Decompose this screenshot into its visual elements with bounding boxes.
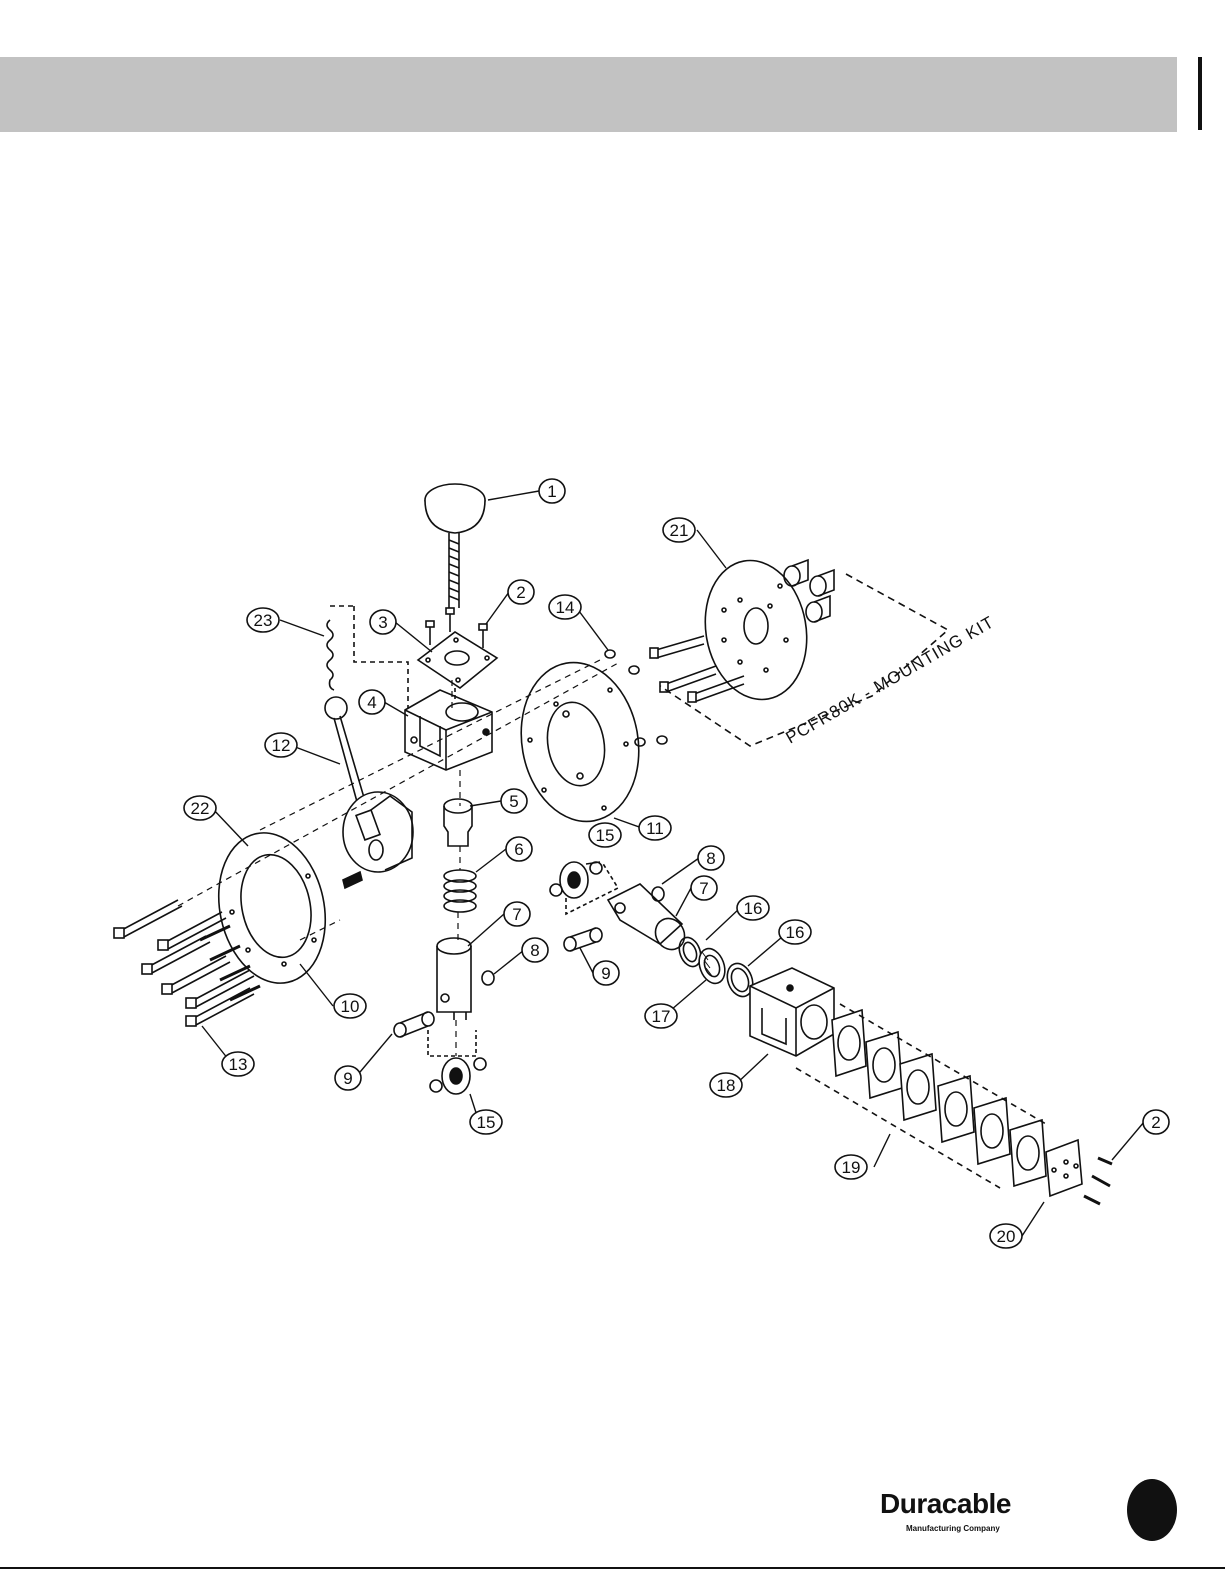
callout-number: 1	[547, 482, 556, 501]
sleeve-part	[437, 938, 471, 1020]
callout-number: 5	[509, 792, 518, 811]
page-number-badge	[1127, 1479, 1177, 1541]
callout-number: 22	[191, 799, 210, 818]
footer-rule	[0, 1567, 1225, 1569]
callout-13: 13	[222, 1052, 254, 1076]
callout-number: 6	[514, 840, 523, 859]
mounting-kit-plate-part	[650, 552, 948, 746]
callout-number: 13	[229, 1055, 248, 1074]
knob-part	[425, 484, 485, 608]
callout-19: 19	[835, 1155, 867, 1179]
callout-9b: 9	[593, 961, 619, 985]
callout-16: 16	[737, 896, 769, 920]
callout-2b: 2	[1143, 1110, 1169, 1134]
pin-right-part	[564, 928, 602, 951]
callout-number: 2	[516, 583, 525, 602]
back-plate-part	[509, 653, 651, 831]
callout-number: 15	[596, 826, 615, 845]
logo-subtitle: Manufacturing Company	[906, 1524, 1000, 1533]
callout-7: 7	[504, 902, 530, 926]
callout-number: 16	[744, 899, 763, 918]
callout-23: 23	[247, 608, 279, 632]
eclip-part	[482, 971, 494, 985]
callout-5: 5	[501, 789, 527, 813]
callout-number: 14	[556, 598, 575, 617]
callout-number: 10	[341, 997, 360, 1016]
mounting-kit-label: PCFR80K - MOUNTING KIT	[783, 612, 998, 747]
callout-number: 4	[367, 693, 376, 712]
callout-number: 16	[786, 923, 805, 942]
callout-15: 15	[589, 823, 621, 847]
callout-number: 8	[530, 941, 539, 960]
callout-number: 15	[477, 1113, 496, 1132]
callout-8: 8	[522, 938, 548, 962]
callout-6: 6	[506, 837, 532, 861]
front-plate-part	[205, 823, 338, 993]
callout-12: 12	[265, 733, 297, 757]
bearing-upper-part	[550, 862, 618, 914]
callout-17: 17	[645, 1004, 677, 1028]
callout-number: 23	[254, 611, 273, 630]
callout-20: 20	[990, 1224, 1022, 1248]
callout-1: 1	[539, 479, 565, 503]
callout-3: 3	[370, 610, 396, 634]
callout-15b: 15	[470, 1110, 502, 1134]
eclip-right-part	[652, 887, 664, 901]
top-plate-part	[418, 608, 497, 688]
callout-number: 9	[343, 1069, 352, 1088]
callout-21: 21	[663, 518, 695, 542]
logo-wordmark: Duracable	[880, 1488, 1011, 1520]
callout-7b: 7	[691, 876, 717, 900]
lever-part	[325, 697, 413, 888]
callout-8b: 8	[698, 846, 724, 870]
sleeve-right-part	[608, 884, 690, 955]
callout-number: 17	[652, 1007, 671, 1026]
callout-9: 9	[335, 1066, 361, 1090]
callout-number: 8	[706, 849, 715, 868]
callout-10: 10	[334, 994, 366, 1018]
callout-number: 7	[699, 879, 708, 898]
callout-number: 2	[1151, 1113, 1160, 1132]
callout-4: 4	[359, 690, 385, 714]
callout-number: 19	[842, 1158, 861, 1177]
callout-11: 11	[639, 816, 671, 840]
housing-block-part	[405, 688, 492, 770]
callout-14: 14	[549, 595, 581, 619]
duracable-logo: Duracable Manufacturing Company	[880, 1488, 1040, 1540]
callout-number: 18	[717, 1076, 736, 1095]
callout-18: 18	[710, 1073, 742, 1097]
callout-16b: 16	[779, 920, 811, 944]
end-plate-part	[1046, 1140, 1112, 1204]
callout-number: 3	[378, 613, 387, 632]
callout-2: 2	[508, 580, 534, 604]
callout-number: 11	[646, 819, 664, 838]
gaskets-part	[796, 1004, 1046, 1188]
callout-number: 21	[670, 521, 689, 540]
drive-block-part	[750, 968, 834, 1056]
callout-number: 20	[997, 1227, 1016, 1246]
callout-number: 7	[512, 905, 521, 924]
callout-22: 22	[184, 796, 216, 820]
bearing-part	[428, 1030, 486, 1094]
callout-number: 12	[272, 736, 291, 755]
compression-spring-part	[444, 870, 476, 912]
callout-number: 9	[601, 964, 610, 983]
cap-part	[444, 799, 472, 846]
